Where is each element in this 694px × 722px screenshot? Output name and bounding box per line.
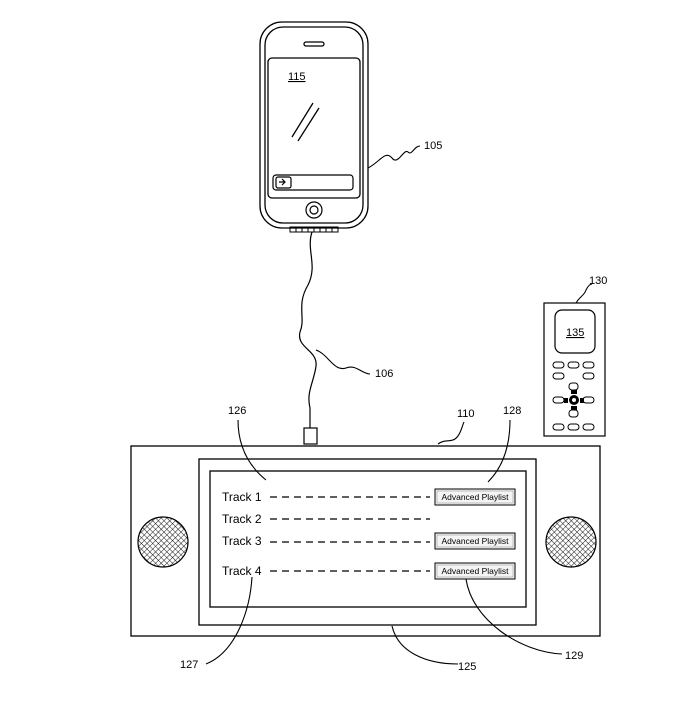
ref-110: 110	[457, 408, 475, 420]
svg-text:Advanced Playlist: Advanced Playlist	[441, 492, 509, 502]
track-row[interactable]: Track 4	[222, 564, 430, 578]
phone-connector	[289, 226, 339, 233]
ref-125: 125	[458, 661, 476, 673]
ref-127: 127	[180, 659, 198, 671]
ref-105: 105	[424, 140, 442, 152]
track-row[interactable]: Track 3	[222, 534, 430, 548]
advanced-playlist-button[interactable]: Advanced Playlist	[434, 562, 516, 580]
left-speaker	[137, 516, 189, 568]
right-speaker	[545, 516, 597, 568]
svg-text:Advanced Playlist: Advanced Playlist	[441, 566, 509, 576]
track-label: Track 2	[222, 512, 262, 526]
phone-device	[259, 21, 369, 229]
advanced-playlist-button[interactable]: Advanced Playlist	[434, 532, 516, 550]
track-label: Track 3	[222, 534, 262, 548]
cable	[299, 231, 317, 428]
ref-130: 130	[589, 275, 607, 287]
ref-128: 128	[503, 405, 521, 417]
ref-106: 106	[375, 368, 393, 380]
phone-home-button[interactable]	[305, 201, 323, 219]
ref-129: 129	[565, 650, 583, 662]
svg-text:Advanced Playlist: Advanced Playlist	[441, 536, 509, 546]
dock-body	[130, 445, 601, 637]
leader-lines	[205, 145, 593, 665]
ref-126: 126	[228, 405, 246, 417]
track-row[interactable]: Track 2	[222, 512, 430, 526]
remote-device	[543, 302, 606, 437]
track-label: Track 1	[222, 490, 262, 504]
phone-slider[interactable]	[272, 174, 354, 191]
ref-135: 135	[566, 327, 584, 339]
advanced-playlist-button[interactable]: Advanced Playlist	[434, 488, 516, 506]
display-screen	[209, 470, 527, 608]
ref-115: 115	[288, 71, 306, 83]
remote-dpad[interactable]	[564, 390, 584, 410]
track-label: Track 4	[222, 564, 262, 578]
cable-plug	[303, 427, 318, 445]
remote-buttons[interactable]	[552, 361, 595, 431]
display-frame	[198, 458, 537, 626]
track-row[interactable]: Track 1	[222, 490, 430, 504]
